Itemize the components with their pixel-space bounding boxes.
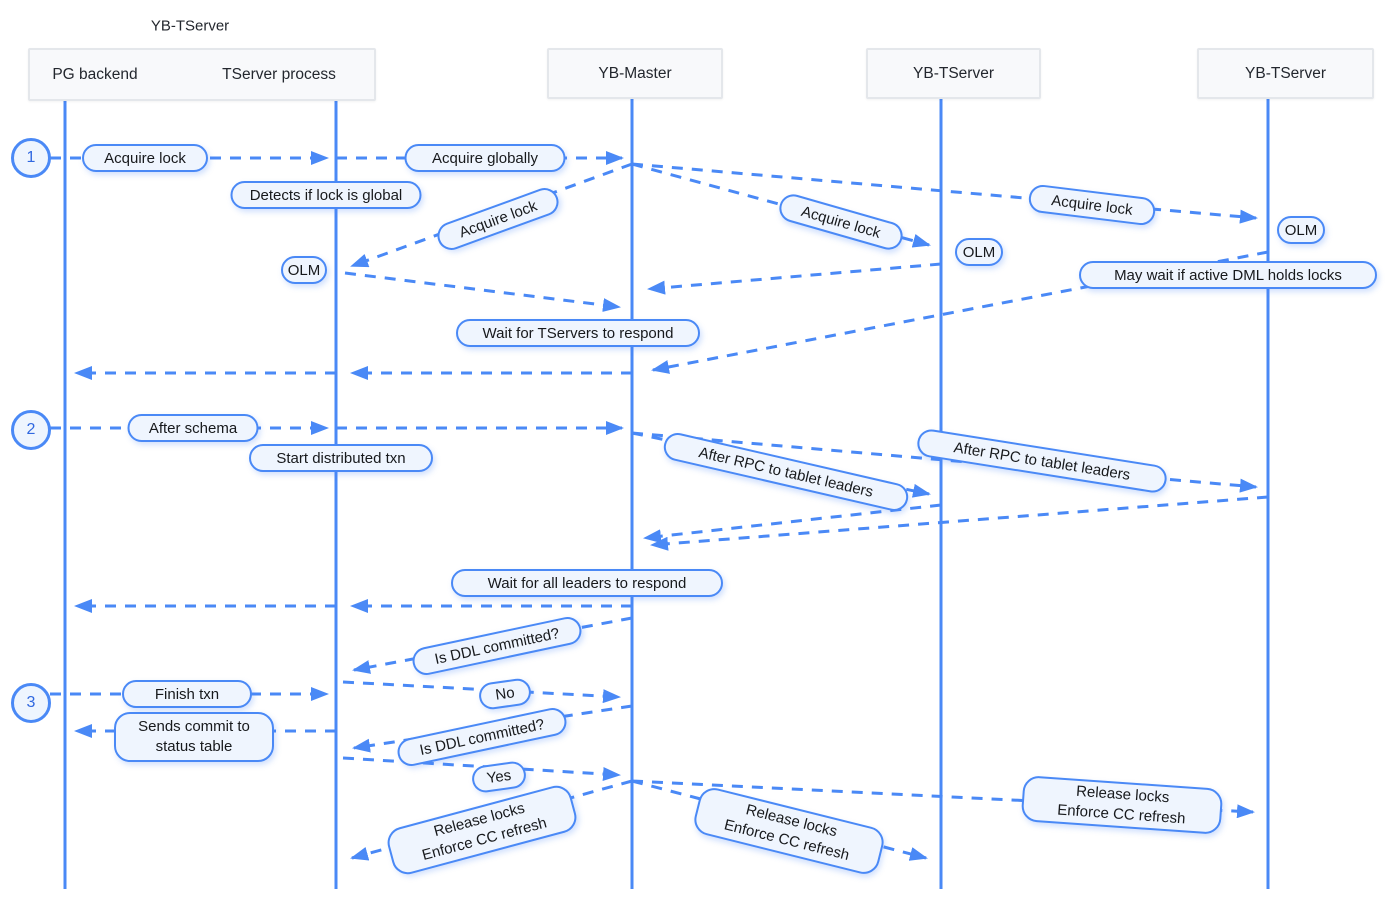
step-circle-2: 2 (11, 410, 51, 450)
actor-group-box: PG backend TServer process (28, 48, 376, 101)
label-olm-tserver: OLM (281, 256, 327, 284)
actor-tserver-process: TServer process (222, 65, 336, 83)
label-sends-commit-line1: Sends commit to (138, 717, 250, 735)
arrow-no-reply (342, 680, 621, 704)
label-finish-txn: Finish txn (122, 680, 252, 708)
arrow-release-to-tserver2 (631, 779, 1255, 819)
label-sends-commit: Sends commit to status table (114, 712, 274, 762)
label-after-schema: After schema (127, 414, 259, 442)
step-circle-1: 1 (11, 138, 51, 178)
actor-yb-tserver-1-box: YB-TServer (866, 48, 1041, 99)
actor-yb-master: YB-Master (598, 64, 672, 82)
group-title: YB-TServer (150, 17, 230, 35)
label-acquire-globally: Acquire globally (404, 144, 566, 172)
actor-pg-backend: PG backend (52, 65, 138, 83)
actor-yb-tserver-2: YB-TServer (1245, 64, 1326, 82)
arrow-release-to-tserver1 (631, 779, 928, 861)
arrow-tserver2-leader-response (650, 495, 1269, 551)
arrow-tserver-olm-response (344, 271, 621, 312)
label-olm-tserver2: OLM (1277, 216, 1325, 244)
label-acquire-lock-1: Acquire lock (82, 144, 208, 172)
label-wait-all-leaders: Wait for all leaders to respond (451, 569, 723, 597)
actor-yb-tserver-1: YB-TServer (913, 64, 994, 82)
label-may-wait-dml: May wait if active DML holds locks (1079, 261, 1377, 289)
actor-yb-tserver-2-box: YB-TServer (1197, 48, 1374, 99)
arrow-yes-reply (342, 756, 621, 782)
label-detects-if-lock-is-global: Detects if lock is global (230, 181, 422, 209)
actor-yb-master-box: YB-Master (547, 48, 723, 99)
label-wait-for-tservers: Wait for TServers to respond (456, 319, 700, 347)
label-start-distributed-txn: Start distributed txn (249, 444, 433, 472)
label-sends-commit-line2: status table (155, 738, 233, 755)
arrow-master-to-tserver2-olm (631, 162, 1258, 224)
arrow-tserver1-olm-response (647, 262, 942, 295)
label-olm-tserver1: OLM (955, 238, 1003, 266)
step-circle-3: 3 (11, 683, 51, 723)
